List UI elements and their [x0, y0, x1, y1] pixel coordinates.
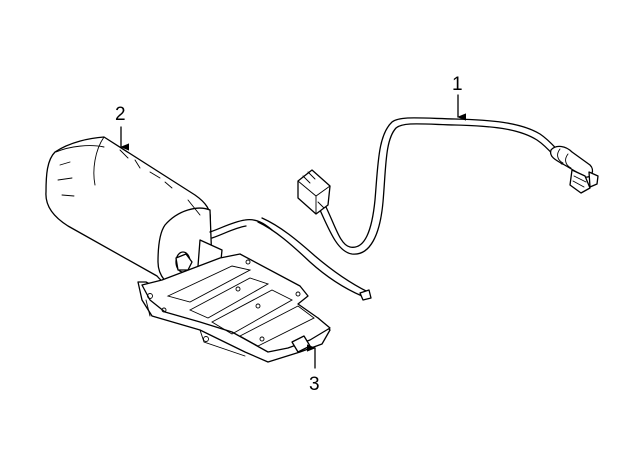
callout-1: 1	[452, 74, 463, 95]
part-1-oxygen-sensor: 1	[297, 74, 599, 255]
part-3-bracket: 3	[137, 253, 331, 395]
callout-2: 2	[115, 104, 126, 125]
callout-3: 3	[309, 374, 320, 395]
